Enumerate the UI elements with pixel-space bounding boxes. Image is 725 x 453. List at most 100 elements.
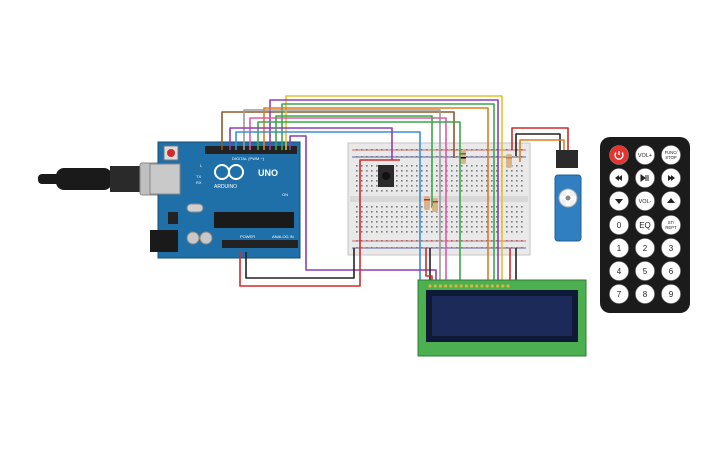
- arduino-logo-icon: [214, 164, 244, 180]
- uno-model-label: UNO: [258, 168, 278, 178]
- servo-motor: [554, 150, 582, 242]
- wire-green-2: [257, 121, 461, 288]
- remote-button-3[interactable]: 3: [661, 238, 681, 258]
- wires: [221, 95, 569, 288]
- remote-button-label: 1: [617, 244, 622, 253]
- remote-button-label: ST/: [668, 220, 675, 225]
- remote-button-label: VOL-: [639, 199, 652, 205]
- remote-button-label: REPT: [665, 225, 677, 230]
- remote-button-label: 4: [617, 267, 622, 276]
- remote-button-func-stop[interactable]: FUNC/STOP: [661, 145, 681, 165]
- lcd-pin: [464, 284, 468, 288]
- lcd-pin: [433, 284, 437, 288]
- arduino-brand-label: ARDUINO: [214, 184, 237, 190]
- remote-button-label: 8: [643, 290, 648, 299]
- play-pause-button[interactable]: [635, 168, 655, 188]
- on-led-label: ON: [282, 192, 288, 197]
- wire-pink: [249, 117, 447, 288]
- wire-purple-1: [269, 99, 499, 288]
- resistor-3: [424, 196, 430, 210]
- lcd-pin: [454, 284, 458, 288]
- lcd-screen: [432, 296, 572, 336]
- lcd-pin: [501, 284, 505, 288]
- lcd-pin: [438, 284, 442, 288]
- wire-grey: [243, 109, 441, 288]
- wire-purple-2: [229, 127, 393, 160]
- lcd-pin: [506, 284, 510, 288]
- l-led-label: L: [200, 163, 203, 168]
- remote-button-5[interactable]: 5: [635, 261, 655, 281]
- power-header-label: POWER: [240, 234, 255, 239]
- lcd-pin: [449, 284, 453, 288]
- wire-brown: [221, 111, 455, 158]
- remote-button-2[interactable]: 2: [635, 238, 655, 258]
- remote-button-7[interactable]: 7: [609, 284, 629, 304]
- wire-orange: [263, 107, 489, 288]
- remote-button-st-rept[interactable]: ST/REPT: [661, 215, 681, 235]
- lcd-pin: [475, 284, 479, 288]
- arduino-uno-board: ARDUINO UNO DIGITAL (PWM ~) POWER ANALOG…: [149, 141, 301, 259]
- wire-green-3: [275, 115, 433, 206]
- lcd-pin: [480, 284, 484, 288]
- remote-button-label: STOP: [665, 155, 677, 160]
- wire-orange-2: [519, 139, 565, 162]
- wire-black-1: [245, 248, 355, 279]
- wire-yellow: [285, 95, 503, 288]
- down-icon: [615, 199, 623, 204]
- lcd-pin: [470, 284, 474, 288]
- remote-button-label: EQ: [639, 221, 651, 230]
- lcd-16x2: [417, 279, 587, 357]
- breadboard: [347, 142, 531, 256]
- remote-button-vol-[interactable]: VOL-: [635, 191, 655, 211]
- remote-button-vol-[interactable]: VOL+: [635, 145, 655, 165]
- up-icon: [667, 198, 675, 203]
- rx-label: RX: [196, 180, 202, 185]
- lcd-pin: [459, 284, 463, 288]
- fast-forward-button[interactable]: [661, 168, 681, 188]
- resistor-4: [432, 198, 438, 212]
- lcd-pin: [428, 284, 432, 288]
- down-button[interactable]: [609, 191, 629, 211]
- wire-green-1: [281, 103, 495, 288]
- remote-button-label: 6: [669, 267, 674, 276]
- up-button[interactable]: [661, 191, 681, 211]
- power-icon: [614, 151, 624, 160]
- remote-button-9[interactable]: 9: [661, 284, 681, 304]
- lcd-pin: [444, 284, 448, 288]
- lcd-pin: [496, 284, 500, 288]
- remote-button-label: 0: [617, 221, 622, 230]
- wire-blue: [235, 131, 421, 288]
- ir-remote: VOL+ FUNC/STOP VOL- 0 EQ ST/REPT 1 2 3 4 5 6 7 8 9: [600, 137, 690, 313]
- analog-header-label: ANALOG IN: [272, 234, 294, 239]
- remote-button-label: 9: [669, 290, 674, 299]
- rewind-icon: [615, 175, 622, 181]
- lcd-pin: [485, 284, 489, 288]
- resistor-2: [506, 154, 512, 168]
- pushbutton[interactable]: [378, 165, 394, 187]
- remote-button-label: 2: [643, 244, 648, 253]
- remote-button-eq[interactable]: EQ: [635, 215, 655, 235]
- power-button[interactable]: [609, 145, 629, 165]
- remote-button-label: FUNC/: [665, 150, 679, 155]
- rewind-button[interactable]: [609, 168, 629, 188]
- remote-button-8[interactable]: 8: [635, 284, 655, 304]
- remote-button-label: 5: [643, 267, 648, 276]
- fast-forward-icon: [668, 175, 675, 181]
- reset-button[interactable]: [167, 149, 175, 157]
- play-pause-icon: [640, 174, 649, 182]
- remote-button-0[interactable]: 0: [609, 215, 629, 235]
- wire-black-2: [515, 133, 561, 156]
- remote-button-4[interactable]: 4: [609, 261, 629, 281]
- digital-header-label: DIGITAL (PWM ~): [232, 156, 265, 161]
- remote-button-label: VOL+: [638, 153, 652, 159]
- tx-label: TX: [196, 174, 201, 179]
- remote-button-label: 7: [617, 290, 622, 299]
- wire-purple-3: [289, 135, 437, 288]
- remote-button-1[interactable]: 1: [609, 238, 629, 258]
- lcd-pin: [490, 284, 494, 288]
- wire-red-2: [511, 127, 569, 152]
- wire-red-1: [239, 159, 400, 287]
- remote-button-6[interactable]: 6: [661, 261, 681, 281]
- remote-button-label: 3: [669, 244, 674, 253]
